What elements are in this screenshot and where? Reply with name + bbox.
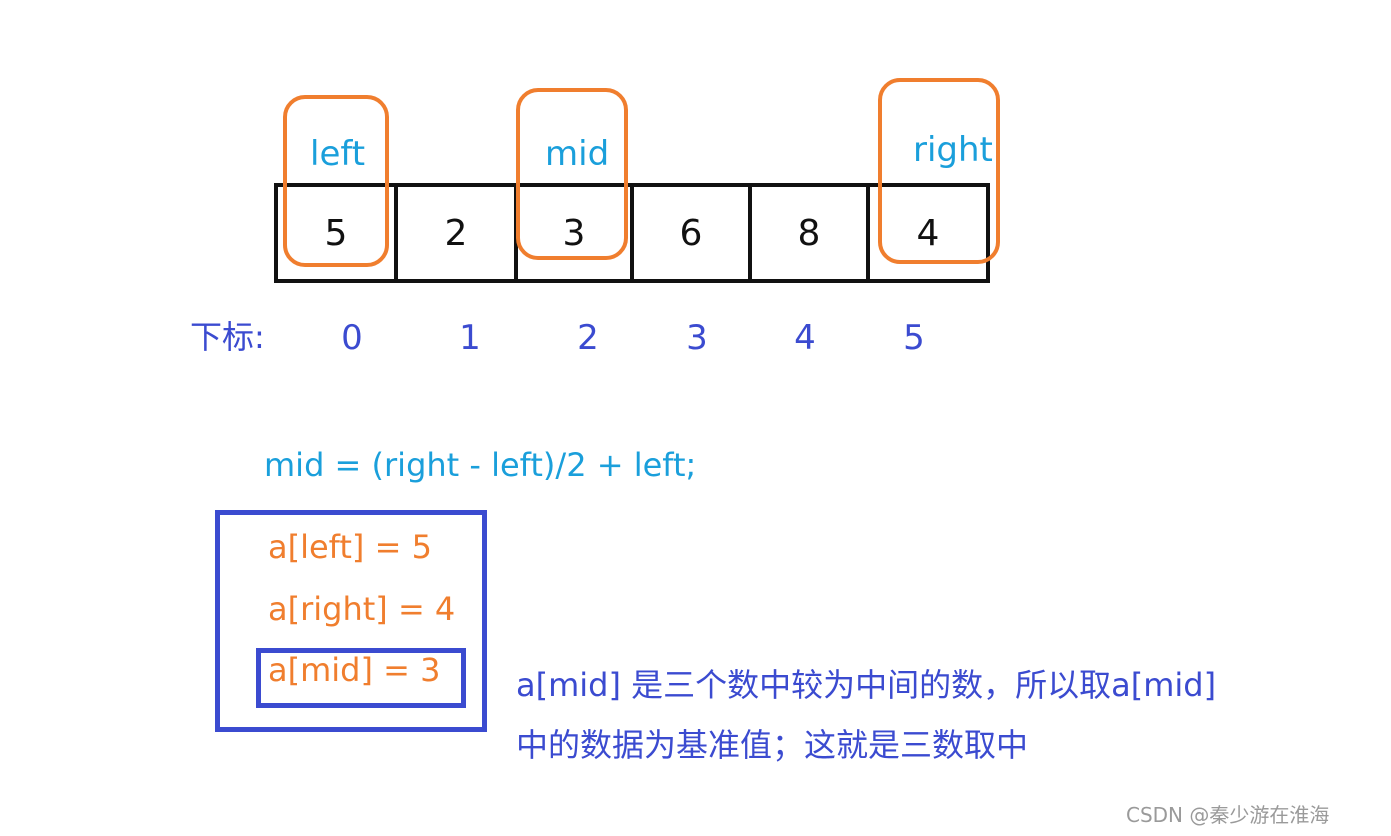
index-2: 2: [577, 318, 599, 358]
array-cell-5: 4: [866, 183, 990, 283]
cell-value: 4: [916, 212, 940, 254]
right-pointer-label: right: [913, 130, 993, 170]
index-label: 下标:: [190, 318, 265, 356]
cell-value: 3: [562, 212, 586, 254]
index-4: 4: [794, 318, 816, 358]
index-3: 3: [686, 318, 708, 358]
cell-value: 8: [797, 212, 821, 254]
right-value: a[right] = 4: [268, 590, 456, 628]
mid-formula: mid = (right - left)/2 + left;: [264, 446, 697, 484]
index-1: 1: [459, 318, 481, 358]
index-0: 0: [341, 318, 363, 358]
cell-value: 2: [444, 212, 468, 254]
mid-value: a[mid] = 3: [268, 651, 441, 689]
array-cell-4: 8: [748, 183, 870, 283]
array-cell-1: 2: [394, 183, 518, 283]
mid-pointer-label: mid: [545, 134, 610, 174]
array-cell-3: 6: [630, 183, 752, 283]
left-pointer-label: left: [310, 134, 366, 174]
cell-value: 6: [679, 212, 703, 254]
values-frame: [215, 510, 487, 732]
left-pointer-box: [283, 95, 389, 267]
right-pointer-box: [878, 78, 1000, 264]
watermark: CSDN @秦少游在淮海: [1126, 803, 1330, 827]
mid-pointer-box: [516, 88, 628, 260]
explanation-line-1: a[mid] 是三个数中较为中间的数，所以取a[mid]: [516, 666, 1217, 704]
mid-value-highlight: [256, 648, 466, 708]
cell-value: 5: [324, 212, 348, 254]
explanation-line-2: 中的数据为基准值；这就是三数取中: [516, 726, 1029, 764]
left-value: a[left] = 5: [268, 528, 432, 566]
index-5: 5: [903, 318, 925, 358]
